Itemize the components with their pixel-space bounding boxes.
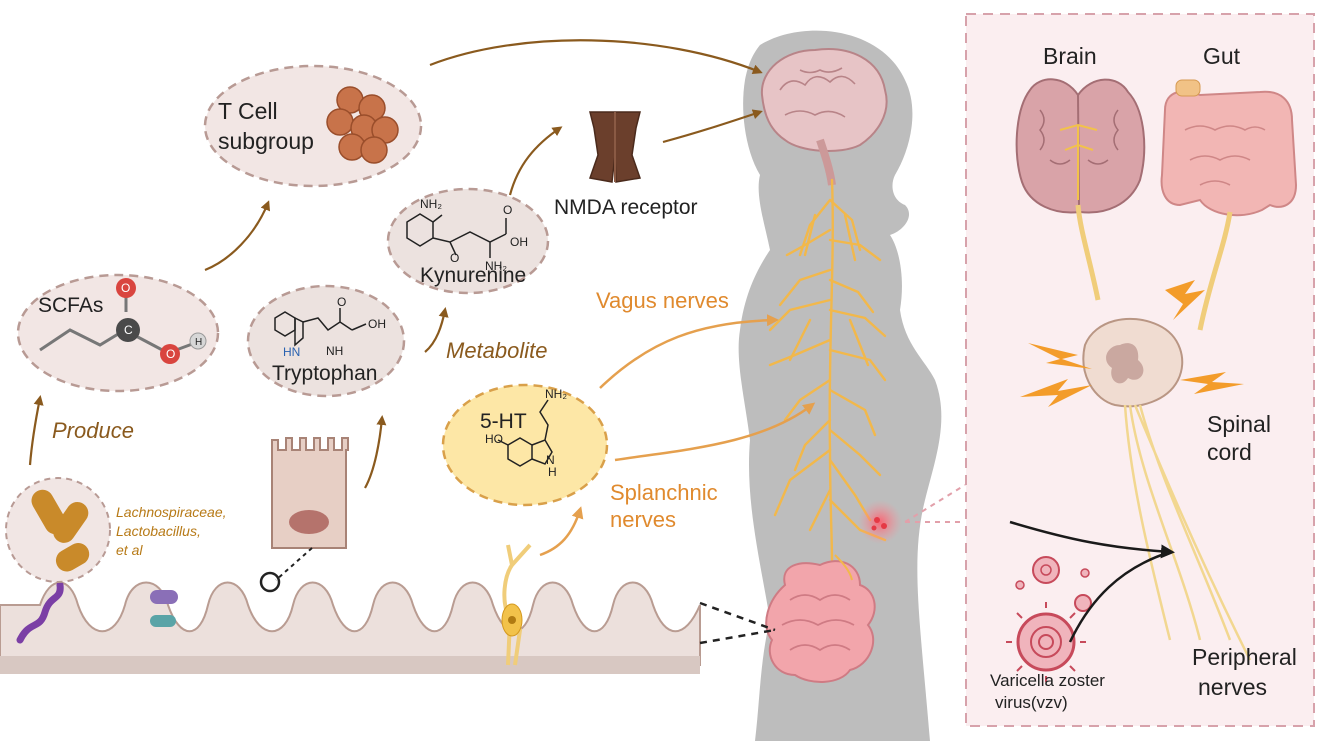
scfas-bubble — [16, 273, 220, 393]
produce-label: Produce — [52, 418, 134, 443]
bacteria-bubble — [5, 477, 111, 583]
gut-wall — [0, 581, 701, 674]
splanchnic-label: Splanchnic nerves — [610, 480, 718, 532]
svg-text:HN: HN — [283, 345, 300, 359]
brown-arrows — [28, 39, 763, 489]
svg-text:NH₂: NH₂ — [545, 387, 567, 401]
svg-text:Peripheral: Peripheral — [1192, 644, 1297, 670]
lightning-bolts — [1020, 280, 1244, 407]
varicella-zoster-virus — [1006, 556, 1092, 682]
bacteria-label: Lachnospiraceae, Lactobacillus, et al — [116, 504, 227, 558]
svg-text:subgroup: subgroup — [218, 128, 314, 154]
serotonin-bubble — [441, 383, 609, 507]
svg-text:nerves: nerves — [610, 507, 676, 532]
gut-colon — [1160, 79, 1298, 331]
svg-text:H: H — [195, 337, 202, 348]
svg-text:C: C — [124, 323, 133, 337]
virus-to-nerve-arrows — [1009, 520, 1175, 643]
kynurenine-label: Kynurenine — [420, 264, 526, 287]
svg-text:N: N — [546, 453, 555, 467]
svg-text:Spinal: Spinal — [1207, 411, 1271, 437]
svg-text:nerves: nerves — [1198, 674, 1267, 700]
human-silhouette — [738, 30, 942, 741]
brain-top-view — [1015, 78, 1146, 301]
svg-text:OH: OH — [510, 235, 528, 249]
svg-text:Splanchnic: Splanchnic — [610, 480, 718, 505]
kynurenine-bubble — [386, 187, 550, 295]
svg-text:OH: OH — [368, 317, 386, 331]
svg-text:O: O — [450, 251, 459, 265]
brain-label: Brain — [1043, 43, 1097, 69]
svg-text:virus(vzv): virus(vzv) — [995, 693, 1068, 712]
svg-text:cord: cord — [1207, 439, 1252, 465]
spinal-cord-section — [1082, 317, 1252, 661]
vzv-label: Varicella zoster virus(vzv) — [990, 671, 1105, 712]
scfas-label: SCFAs — [38, 294, 103, 317]
svg-text:HO: HO — [485, 432, 503, 446]
brain-in-head — [760, 48, 888, 186]
tcell-label: T Cell subgroup — [218, 98, 314, 154]
serotonin-label: 5-HT — [480, 410, 527, 433]
svg-text:O: O — [166, 347, 175, 361]
svg-text:O: O — [337, 295, 346, 309]
nerve-network — [768, 178, 887, 562]
spinal-cord-label: Spinal cord — [1207, 411, 1271, 465]
inflammation-spot — [858, 500, 902, 544]
tryptophan-label: Tryptophan — [272, 362, 377, 385]
metabolite-label: Metabolite — [446, 338, 548, 363]
svg-text:Lachnospiraceae,: Lachnospiraceae, — [116, 504, 227, 520]
gut-label: Gut — [1203, 43, 1241, 69]
nmda-label: NMDA receptor — [554, 196, 698, 219]
tryptophan-bubble — [246, 284, 406, 398]
intestine-in-body — [765, 554, 876, 683]
gut-microbes — [16, 581, 178, 644]
svg-text:NH₂: NH₂ — [485, 259, 507, 273]
svg-text:O: O — [503, 203, 512, 217]
vagus-label: Vagus nerves — [596, 288, 729, 313]
svg-text:H: H — [548, 465, 557, 479]
chem-labels: O C O H O OH NH HN NH₂ O OH NH₂ O NH₂ HO… — [121, 197, 567, 479]
neuron-cell — [501, 543, 532, 666]
peripheral-nerves-label: Peripheral nerves — [1192, 644, 1297, 700]
svg-text:Lactobacillus,: Lactobacillus, — [116, 523, 201, 539]
epithelial-cell — [259, 437, 349, 593]
nmda-receptor-shape — [589, 111, 642, 183]
svg-text:Varicella zoster: Varicella zoster — [990, 671, 1105, 690]
orange-arrows — [539, 314, 816, 557]
svg-text:O: O — [121, 281, 130, 295]
svg-text:NH₂: NH₂ — [420, 197, 442, 211]
svg-text:et al: et al — [116, 542, 143, 558]
svg-text:NH: NH — [326, 344, 343, 358]
tcell-bubble — [203, 64, 423, 188]
svg-text:T Cell: T Cell — [218, 98, 278, 124]
